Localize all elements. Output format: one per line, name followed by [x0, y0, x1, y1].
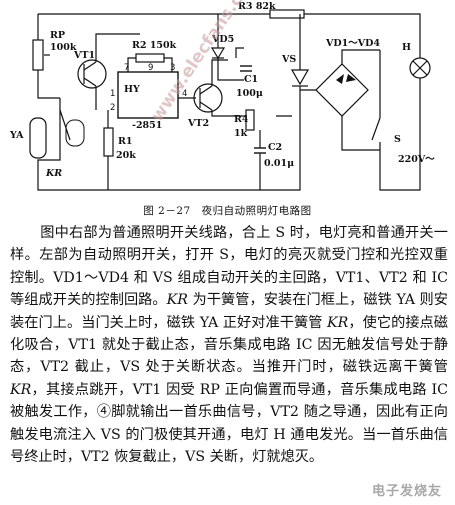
- body-text-part-2: 为干簧管，安装在门框上，磁铁 YA 则安装在门上。当门关上时，磁铁 YA 正好对…: [10, 292, 448, 331]
- circuit-diagram: R3 82k RP 100k VT1 YA KR R1 20k HY -2851…: [9, 0, 435, 191]
- vd1-vd4-label: VD1～VD4: [325, 38, 380, 49]
- switch-s: [371, 117, 381, 150]
- pin-4-label: 4: [182, 89, 187, 99]
- r3-resistor: [269, 9, 305, 19]
- kr-label: KR: [45, 168, 62, 179]
- bridge-wire: [300, 49, 380, 151]
- pin-2-label: 2: [110, 103, 115, 113]
- rp-bottom-wire: [37, 70, 60, 99]
- vt1-collector-wire: [95, 33, 140, 62]
- bridge-rectifier: [315, 63, 369, 117]
- r2-resistor: [135, 53, 165, 63]
- c2-wire: [160, 130, 261, 191]
- pin-3-label: 3: [170, 63, 175, 73]
- rp-value: 100k: [50, 42, 77, 53]
- watermark-text: www.elecfans.com: [147, 0, 263, 126]
- vd5-label: VD5: [211, 34, 234, 45]
- bridge-diode-2: [346, 74, 356, 82]
- r4-label: R4: [234, 114, 249, 125]
- lamp-h-label: H: [402, 42, 411, 53]
- r1-resistor: [103, 127, 114, 157]
- switch-branch-wire: [379, 50, 421, 191]
- pin-9-label: 9: [148, 63, 153, 73]
- c1-value: 100μ: [236, 88, 263, 99]
- top-rail-wire: [38, 13, 421, 58]
- kr-wire: [37, 98, 160, 191]
- c2-label: C2: [268, 142, 282, 153]
- r1-label: R1: [118, 136, 133, 147]
- body-text-kr-2: KR: [327, 314, 349, 331]
- vt2-collector-wire: [211, 59, 228, 86]
- ya-magnet: [29, 117, 47, 159]
- body-text-part-3: ，使它的接点磁化吸合，VT1 就处于截止态，音乐集成电路 IC 因无触发信号处于…: [10, 314, 448, 376]
- rp-resistor: [32, 39, 44, 71]
- r1-value: 20k: [116, 150, 136, 161]
- vt1-label: VT1: [73, 50, 95, 61]
- vs-wire: [260, 14, 301, 191]
- r3-label: R3 82k: [238, 1, 276, 12]
- vd5-wire: [217, 14, 244, 81]
- vs-label: VS: [281, 54, 296, 65]
- vt1-transistor: [77, 59, 107, 89]
- lamp-cross: [412, 60, 428, 76]
- body-paragraph: 图中右部为普通照明开关线路，合上 S 时，电灯亮和普通开关一样。左部为自动照明开…: [10, 222, 448, 468]
- logo-watermark: 电子发烧友: [372, 484, 443, 499]
- vt1-symbol: [83, 61, 97, 87]
- kr-reed: [65, 119, 85, 147]
- vs-thyristor: [290, 69, 310, 86]
- switch-s-label: S: [394, 134, 401, 145]
- c2-value: 0.01μ: [264, 158, 294, 169]
- vt2-label: VT2: [187, 118, 209, 129]
- body-text-part-4: ，其接点跳开，VT1 因受 RP 正向偏置而导通，音乐集成电路 IC 被触发工作…: [10, 381, 448, 466]
- rp-label: RP: [50, 30, 65, 41]
- ya-label: YA: [9, 130, 24, 141]
- pin-7-label: 7: [124, 63, 129, 73]
- vd5-diode: [210, 47, 226, 60]
- r4-value: 1k: [234, 128, 248, 139]
- pin-1-label: 1: [110, 89, 115, 99]
- ic-chip: [117, 71, 179, 119]
- ac-source-label: 220V～: [398, 154, 435, 165]
- c1-label: C1: [244, 74, 258, 85]
- figure-caption: 图 2－27 夜归自动照明灯电路图: [143, 205, 312, 217]
- r2-label: R2 150k: [132, 40, 177, 51]
- ic-part-label: -2851: [132, 120, 162, 131]
- body-text-part-1: 图中右部为普通照明开关线路，合上 S 时，电灯亮和普通开关一样。左部为自动照明开…: [10, 225, 448, 309]
- body-text-kr-1: KR: [166, 292, 188, 309]
- bridge-diode-1: [336, 74, 344, 84]
- vt2-transistor: [193, 83, 223, 113]
- vt2-symbol: [199, 85, 213, 111]
- body-text-kr-3: KR: [10, 381, 32, 398]
- r4-resistor: [245, 109, 255, 131]
- kr-contact: [59, 109, 71, 141]
- ic-label: HY: [124, 84, 140, 95]
